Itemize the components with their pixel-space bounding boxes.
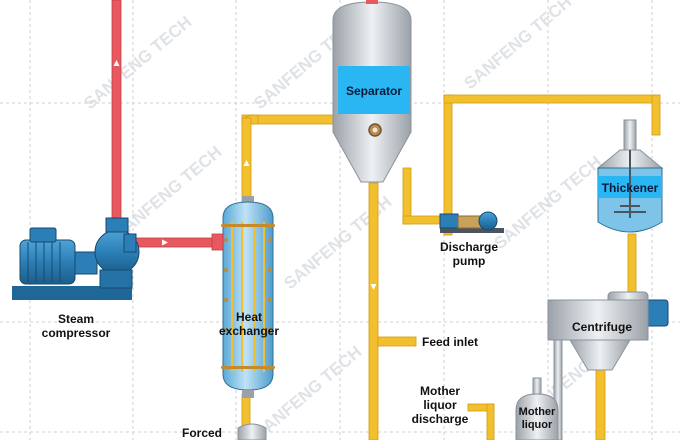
forced-circulation-pump xyxy=(237,423,267,440)
heat-exchanger-label-line2: exchanger xyxy=(218,324,280,338)
thickener-vessel xyxy=(596,119,664,233)
mother-liquor-discharge-label-line2: liquor xyxy=(423,398,457,412)
svg-text:SANFENG TECH: SANFENG TECH xyxy=(460,0,575,93)
steam-compressor-label-line1: Steam xyxy=(57,312,95,326)
discharge-pump-label-line1: Discharge xyxy=(439,240,499,254)
svg-text:SANFENG TECH: SANFENG TECH xyxy=(490,152,605,253)
centrifuge-label: Centrifuge xyxy=(572,320,632,334)
mother-liquor-tank xyxy=(515,377,559,440)
forced-label: Forced xyxy=(181,426,222,440)
mother-liquor-discharge-label-line3: discharge xyxy=(411,412,469,426)
thickener-label: Thickener xyxy=(601,181,659,195)
mother-liquor-tank-label-line1: Mother xyxy=(518,406,556,418)
steam-compressor-label: Steam compressor xyxy=(26,312,126,340)
feed-inlet-label: Feed inlet xyxy=(422,335,479,349)
heat-exchanger-label-line1: Heat xyxy=(235,310,262,324)
steam-flow-arrows xyxy=(113,60,168,246)
discharge-pump xyxy=(439,211,504,233)
svg-text:SANFENG TECH: SANFENG TECH xyxy=(80,12,195,113)
liquid-flow-arrows xyxy=(243,160,377,290)
separator-vessel xyxy=(332,0,412,183)
separator-label: Separator xyxy=(345,84,403,98)
mother-liquor-tank-label: Mother liquor xyxy=(512,406,562,432)
steam-compressor-label-line2: compressor xyxy=(41,326,111,340)
centrifuge xyxy=(547,291,669,440)
heat-exchanger xyxy=(211,196,275,398)
discharge-pump-label: Discharge pump xyxy=(426,240,512,268)
steam-compressor xyxy=(12,217,140,300)
heat-exchanger-label: Heat exchanger xyxy=(204,310,294,338)
discharge-pump-label-line2: pump xyxy=(452,254,486,268)
mother-liquor-discharge-label-line1: Mother xyxy=(420,384,460,398)
mother-liquor-tank-label-line2: liquor xyxy=(521,419,553,431)
mother-liquor-discharge-label: Mother liquor discharge xyxy=(398,384,482,426)
